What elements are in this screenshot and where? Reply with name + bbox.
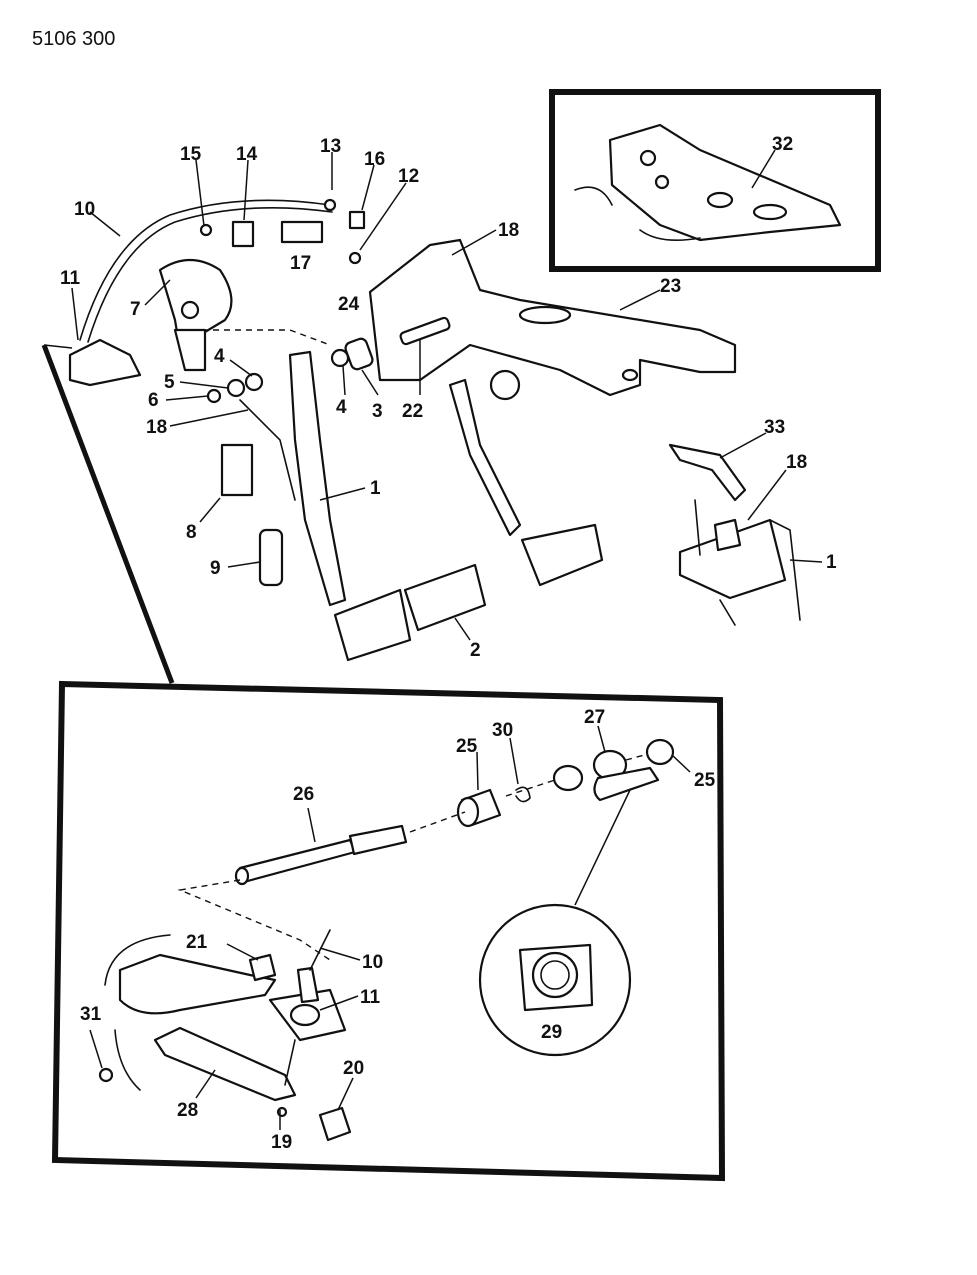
callout-10-top: 10 <box>74 199 95 220</box>
pedal-assembly <box>68 198 737 662</box>
callout-33: 33 <box>764 417 785 438</box>
callout-1: 1 <box>370 478 381 499</box>
callout-11-top: 11 <box>60 268 81 289</box>
callout-6: 6 <box>148 390 159 411</box>
callout-8: 8 <box>186 522 197 543</box>
callout-18-top: 18 <box>498 220 519 241</box>
callout-15: 15 <box>180 144 202 165</box>
callout-21: 21 <box>186 932 208 953</box>
inset-bracket-detail <box>549 89 881 272</box>
callout-18-detail: 18 <box>786 452 807 473</box>
callout-11-inset: 11 <box>360 987 381 1008</box>
callout-25-right: 25 <box>694 770 716 791</box>
callout-27: 27 <box>584 707 605 728</box>
callout-24: 24 <box>338 294 360 315</box>
pedal-bracket-detail <box>668 443 801 626</box>
callout-28: 28 <box>177 1100 198 1121</box>
callout-32: 32 <box>772 134 793 155</box>
callout-9: 9 <box>210 558 221 579</box>
callout-18-left: 18 <box>146 417 167 438</box>
callout-25-left: 25 <box>456 736 478 757</box>
callout-23: 23 <box>660 276 681 297</box>
lower-inset-detail <box>51 680 726 1182</box>
callout-10-inset: 10 <box>362 952 383 973</box>
callout-1-detail: 1 <box>826 552 837 573</box>
callout-31: 31 <box>80 1004 102 1025</box>
document-code: 5106 300 <box>32 28 115 50</box>
callout-4-right: 4 <box>336 397 347 418</box>
callout-16: 16 <box>364 149 385 170</box>
callout-13: 13 <box>320 136 341 157</box>
callout-labels: 1 1 2 3 4 4 5 6 7 8 9 10 10 11 11 12 13 … <box>60 134 837 1153</box>
callout-12: 12 <box>398 166 419 187</box>
callout-30: 30 <box>492 720 513 741</box>
callout-17: 17 <box>290 253 311 274</box>
callout-26: 26 <box>293 784 314 805</box>
callout-20: 20 <box>343 1058 364 1079</box>
callout-5: 5 <box>164 372 175 393</box>
callout-4-left: 4 <box>214 346 225 367</box>
callout-7: 7 <box>130 299 141 320</box>
callout-3: 3 <box>372 401 383 422</box>
callout-2: 2 <box>470 640 481 661</box>
callout-29: 29 <box>541 1022 562 1043</box>
callout-22: 22 <box>402 401 423 422</box>
callout-19: 19 <box>271 1132 292 1153</box>
leader-lines <box>71 152 823 1130</box>
callout-14: 14 <box>236 144 258 165</box>
